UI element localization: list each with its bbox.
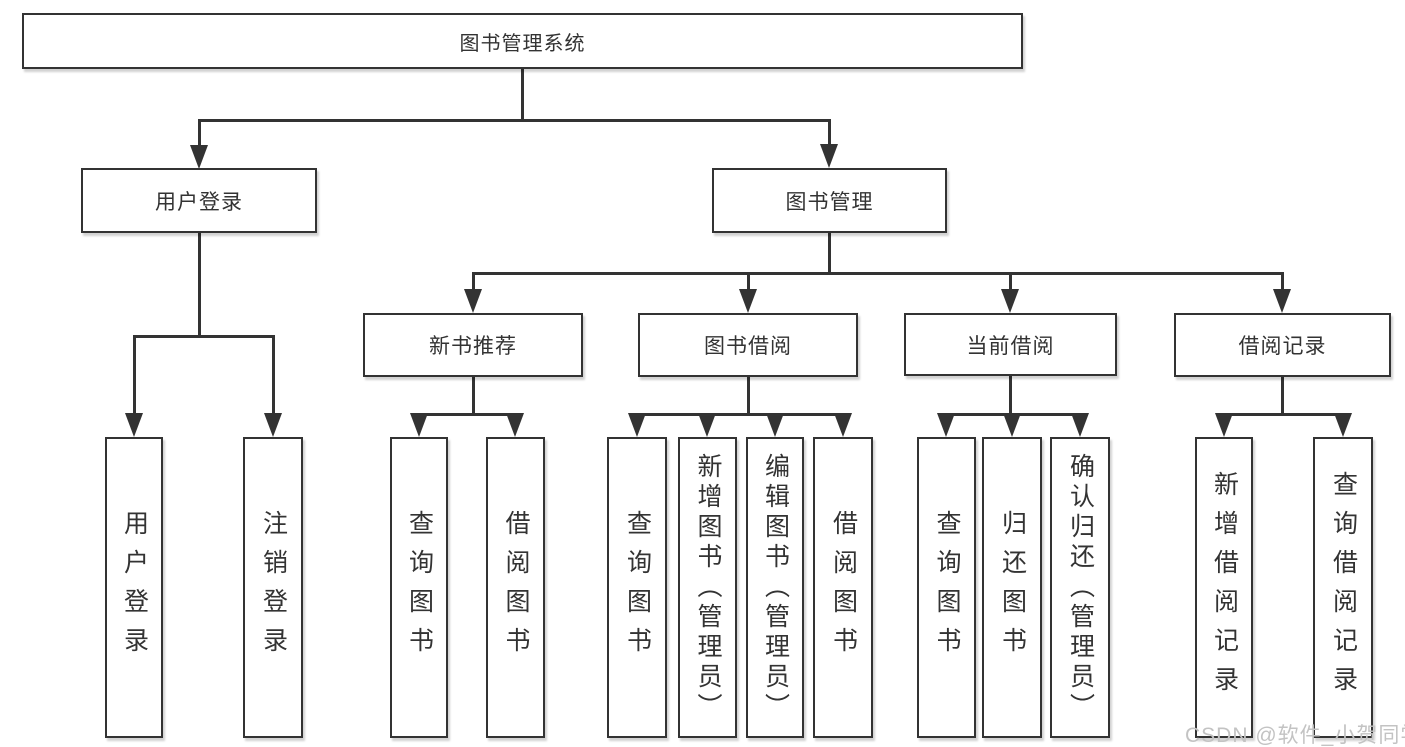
node-borrow-records: 借阅记录 (1174, 313, 1391, 377)
leaf-logout: 注销登录 (243, 437, 303, 738)
leaf-label: 新增图书（管理员） (694, 452, 722, 723)
arrowhead-new-books (464, 289, 482, 313)
arrowhead-leaf-logout (264, 413, 282, 437)
arrowhead-user-login (190, 145, 208, 169)
connector-stem-user-login (198, 119, 201, 147)
leaf-label: 借阅图书 (829, 509, 858, 666)
connector-stem-records (1281, 272, 1284, 292)
connector-root-stem (521, 69, 524, 119)
node-current-borrow: 当前借阅 (904, 313, 1117, 376)
arrowhead-leaf-add-book (698, 413, 716, 437)
leaf-borrow-books-1: 借阅图书 (486, 437, 545, 738)
connector-newbooks-stem (472, 377, 475, 413)
leaf-borrow-books-2: 借阅图书 (813, 437, 873, 738)
connector-stem-borrow (747, 272, 750, 292)
leaf-query-books-2: 查询图书 (607, 437, 667, 738)
arrowhead-leaf-return (1003, 413, 1021, 437)
arrowhead-leaf-query3 (937, 413, 955, 437)
leaf-query-books-1: 查询图书 (390, 437, 448, 738)
leaf-query-books-3: 查询图书 (917, 437, 976, 738)
arrowhead-borrow (739, 289, 757, 313)
arrowhead-leaf-query-record (1334, 413, 1352, 437)
node-new-book-recommend: 新书推荐 (363, 313, 583, 377)
connector-userlogin-stem (198, 233, 201, 335)
arrowhead-leaf-confirm (1071, 413, 1089, 437)
connector-level3-hline (472, 272, 1284, 275)
arrowhead-book-mgmt (820, 144, 838, 168)
leaf-label: 确认归还（管理员） (1066, 452, 1095, 723)
leaf-confirm-return-admin: 确认归还（管理员） (1050, 437, 1110, 738)
leaf-label: 归还图书 (998, 509, 1027, 666)
leaf-user-login: 用户登录 (105, 437, 163, 738)
connector-level2-hline (198, 119, 831, 122)
connector-stem-leaf-logout (272, 335, 275, 415)
arrowhead-leaf-query2 (628, 413, 646, 437)
leaf-label: 查询图书 (933, 509, 961, 666)
leaf-label: 查询图书 (623, 509, 652, 666)
connector-borrow-hline (636, 413, 845, 416)
connector-stem-book-mgmt (828, 119, 831, 146)
leaf-label: 借阅图书 (502, 509, 530, 666)
csdn-watermark: CSDN @软件_小贺同学 (1185, 724, 1405, 747)
arrowhead-records (1273, 289, 1291, 313)
arrowhead-leaf-borrow1 (506, 413, 524, 437)
connector-borrow-stem (747, 377, 750, 413)
leaf-label: 查询图书 (405, 509, 434, 666)
arrowhead-leaf-borrow2 (834, 413, 852, 437)
leaf-add-book-admin: 新增图书（管理员） (678, 437, 737, 738)
leaf-label: 编辑图书（管理员） (761, 452, 790, 723)
connector-stem-current (1009, 272, 1012, 292)
node-book-management: 图书管理 (712, 168, 947, 233)
arrowhead-leaf-login (125, 413, 143, 437)
arrowhead-leaf-edit-book (766, 413, 784, 437)
arrowhead-leaf-query1 (410, 413, 428, 437)
node-user-login: 用户登录 (81, 168, 317, 233)
connector-current-stem (1009, 376, 1012, 413)
connector-stem-new-books (472, 272, 475, 292)
leaf-label: 用户登录 (120, 509, 149, 666)
leaf-label: 注销登录 (259, 509, 288, 666)
connector-userlogin-hline (133, 335, 275, 338)
connector-records-stem (1281, 377, 1284, 413)
leaf-label: 查询借阅记录 (1329, 470, 1358, 705)
arrowhead-leaf-add-record (1215, 413, 1233, 437)
connector-records-hline (1223, 413, 1344, 416)
leaf-edit-book-admin: 编辑图书（管理员） (746, 437, 804, 738)
leaf-add-borrow-record: 新增借阅记录 (1195, 437, 1253, 738)
connector-newbooks-hline (418, 413, 518, 416)
leaf-return-books: 归还图书 (982, 437, 1042, 738)
leaf-query-borrow-record: 查询借阅记录 (1313, 437, 1373, 738)
leaf-label: 新增借阅记录 (1210, 470, 1239, 705)
connector-bookmgmt-stem (828, 233, 831, 272)
arrowhead-current (1001, 289, 1019, 313)
connector-stem-leaf-login (133, 335, 136, 415)
node-book-borrow: 图书借阅 (638, 313, 858, 377)
node-root-library-system: 图书管理系统 (22, 13, 1023, 69)
